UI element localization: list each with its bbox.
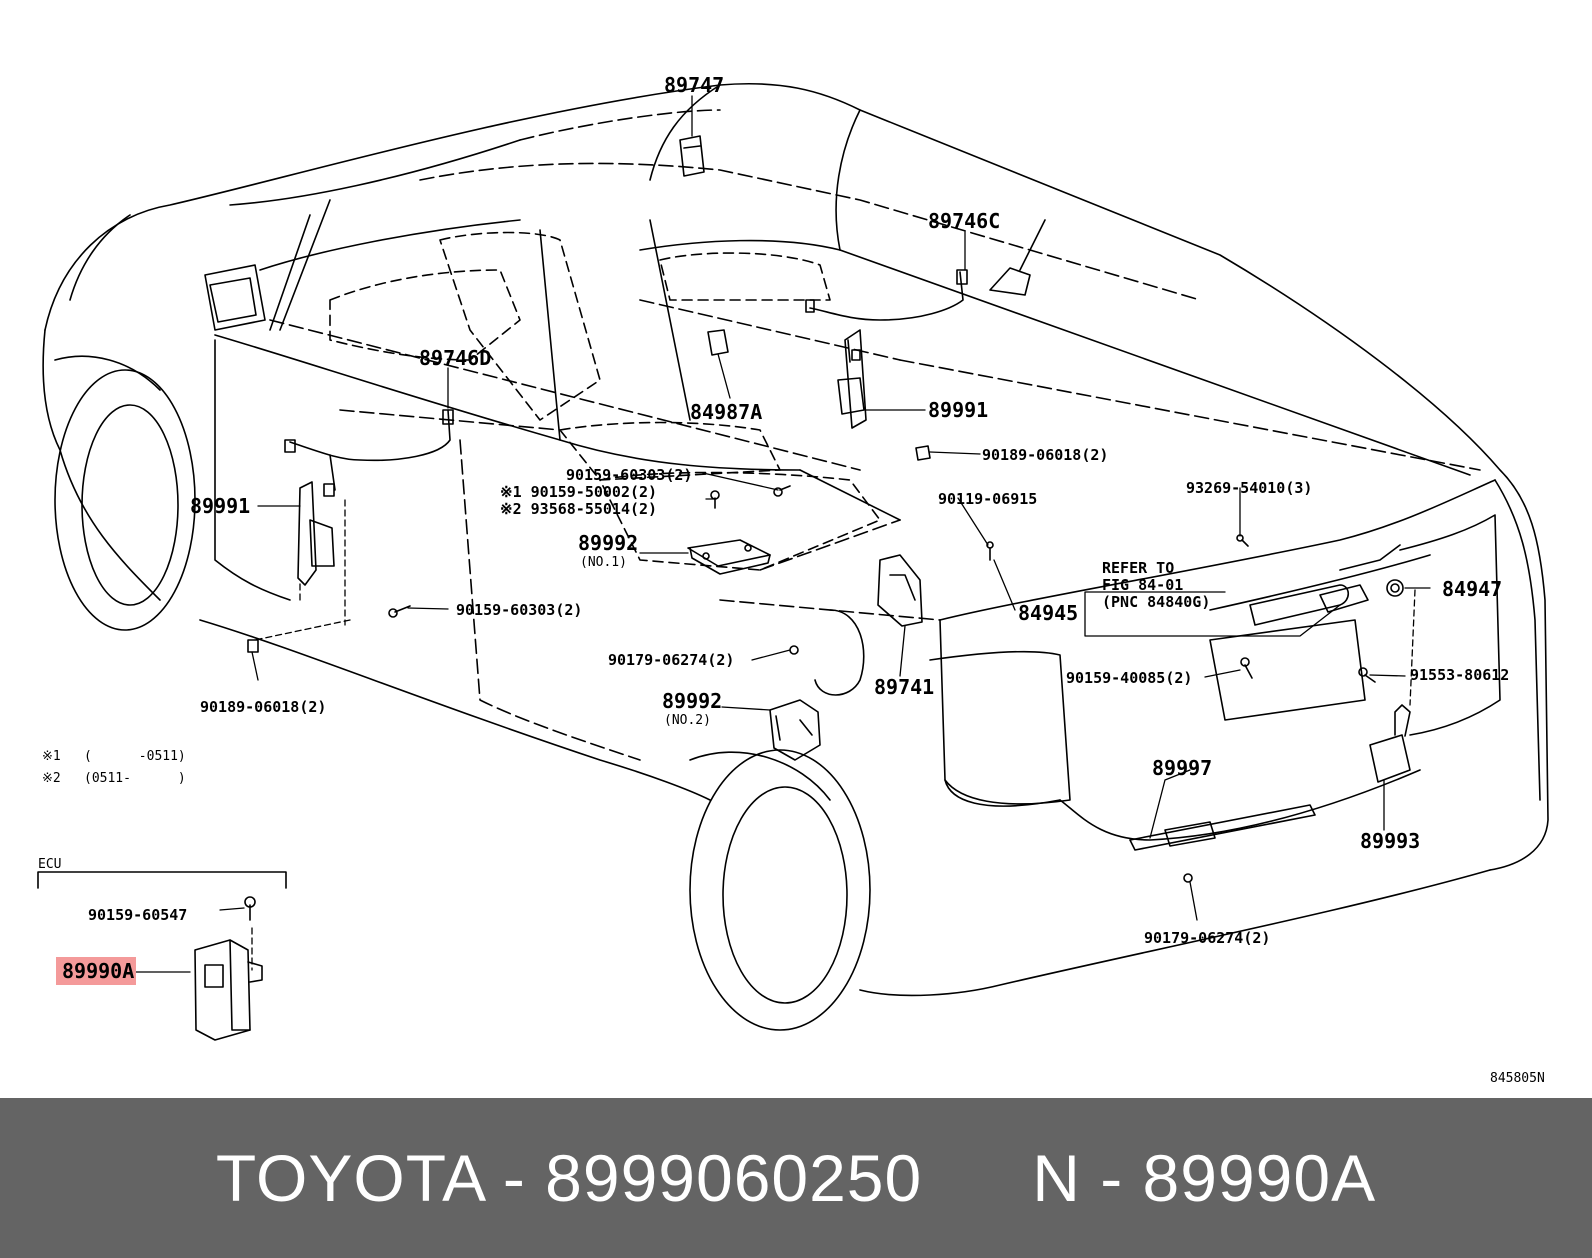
label-89993: 89993 (1360, 829, 1420, 853)
label-90179-06274-b: 90179-06274(2) (1144, 929, 1270, 947)
label-89992-no2: 89992 (662, 689, 722, 713)
part-number-footer: TOYOTA - 8999060250 N - 89990A (0, 1098, 1592, 1258)
refer-line-1: REFER TO (1102, 559, 1174, 577)
label-89992-no1: 89992 (578, 531, 638, 555)
label-89747: 89747 (664, 73, 724, 97)
legend-note-1-mark: ※1 (42, 749, 61, 764)
rear-antenna (989, 219, 1046, 296)
footer-caption: TOYOTA - 8999060250 N - 89990A (216, 1140, 1376, 1216)
parts-diagram: 89747 89746C 89746D 84987A 89991 89991 9… (37, 73, 1549, 1086)
ecu-group-label: ECU (38, 857, 61, 872)
diagram-id: 845805N (1490, 1071, 1545, 1086)
label-84945: 84945 (1018, 601, 1078, 625)
highlight-89990A (56, 957, 136, 985)
label-90189-06018-right: 90189-06018(2) (982, 446, 1108, 464)
legend-note-2-range: (0511- ) (84, 771, 186, 786)
part-89747-receiver (679, 135, 705, 177)
legend-note-1-range: ( -0511) (84, 749, 186, 764)
footer-reference-code: N - 89990A (1032, 1141, 1377, 1215)
label-89997: 89997 (1152, 756, 1212, 780)
label-84987A: 84987A (690, 400, 762, 424)
label-93568-55014: ※2 93568-55014(2) (500, 500, 657, 518)
label-89741: 89741 (874, 675, 934, 699)
label-90159-60303-a: 90159-60303(2) (566, 466, 692, 484)
label-89990A: 89990A (62, 959, 134, 983)
label-89746C: 89746C (928, 209, 1000, 233)
part-89991-right-bracket (837, 329, 867, 429)
label-89992-no1-sub: (NO.1) (580, 555, 627, 570)
part-84987A-switch (707, 329, 729, 356)
label-84947: 84947 (1442, 577, 1502, 601)
label-89991-left: 89991 (190, 494, 250, 518)
antenna-wire-89746C (805, 269, 968, 321)
label-90179-06274-a: 90179-06274(2) (608, 651, 734, 669)
refer-line-3: (PNC 84840G) (1102, 593, 1210, 611)
part-89993-sensor (1369, 704, 1411, 783)
car-body-outline (42, 82, 1549, 1031)
label-90159-50002: ※1 90159-50002(2) (500, 483, 657, 501)
part-lock-assembly (1249, 544, 1401, 626)
legend-note-2-mark: ※2 (42, 771, 61, 786)
fasteners (244, 445, 1376, 921)
part-89741-bracket (877, 554, 923, 627)
label-89746D: 89746D (419, 346, 491, 370)
label-90159-60303-b: 90159-60303(2) (456, 601, 582, 619)
part-84947-switch (1386, 579, 1404, 597)
label-91553-80612: 91553-80612 (1410, 666, 1509, 684)
leader-lines (135, 95, 1431, 973)
part-89990A-ecu (194, 939, 263, 1041)
refer-line-2: FIG 84-01 (1102, 576, 1183, 594)
part-89991-left-bracket (297, 481, 335, 586)
label-93269-54010: 93269-54010(3) (1186, 479, 1312, 497)
ecu-group-bracket (37, 871, 287, 889)
callout-labels: 89747 89746C 89746D 84987A 89991 89991 9… (38, 73, 1545, 1086)
label-90119-06915: 90119-06915 (938, 490, 1037, 508)
label-89991-right: 89991 (928, 398, 988, 422)
label-90159-40085: 90159-40085(2) (1066, 669, 1192, 687)
part-89992-no1-sensor (687, 539, 771, 575)
label-90189-06018-left: 90189-06018(2) (200, 698, 326, 716)
antenna-wire-89746D (284, 409, 454, 491)
part-89997-bar (1129, 804, 1316, 851)
label-89992-no2-sub: (NO.2) (664, 713, 711, 728)
label-90159-60547: 90159-60547 (88, 906, 187, 924)
footer-brand-part-number: TOYOTA - 8999060250 (215, 1141, 923, 1215)
part-89992-no2-sensor (769, 699, 821, 761)
